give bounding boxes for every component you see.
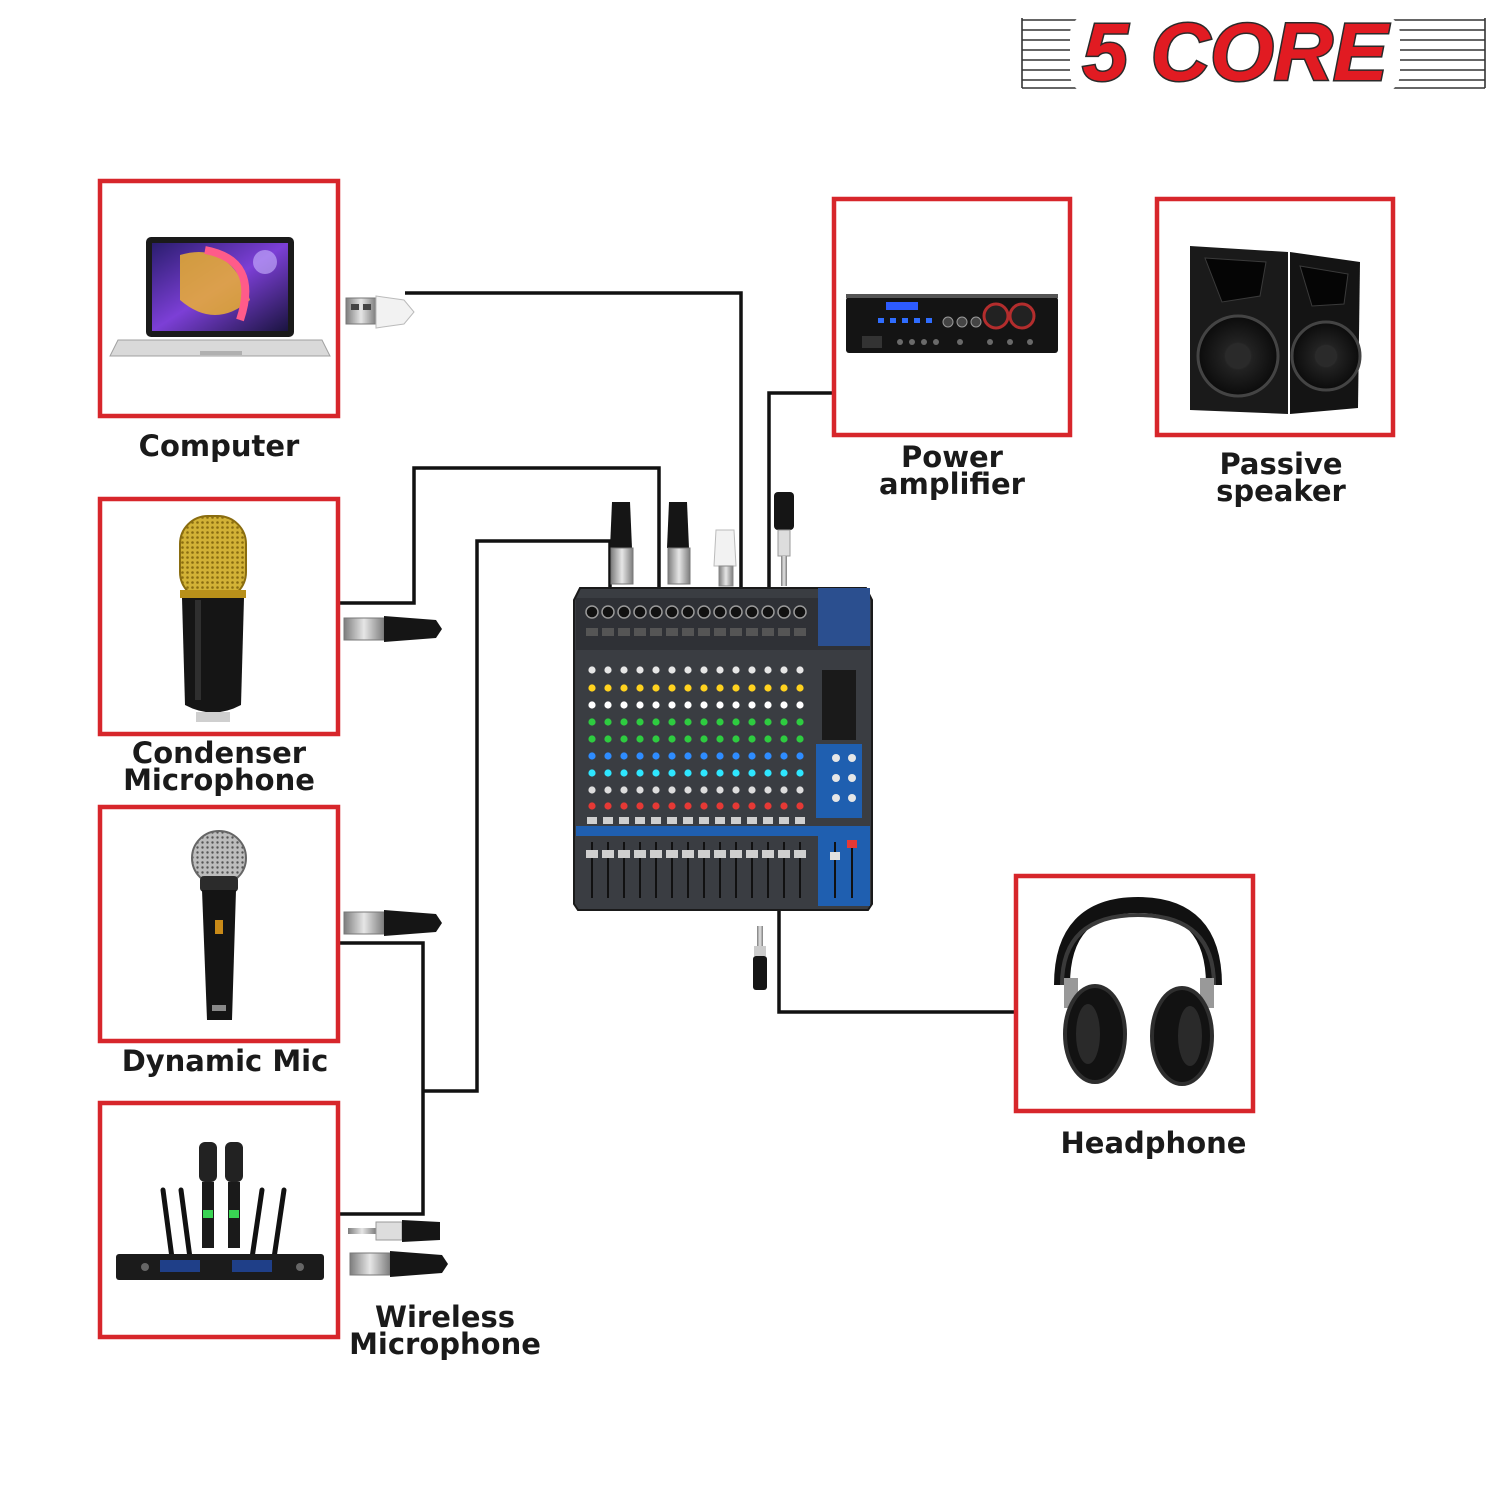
headphone-icon [1054,896,1222,1086]
label-amplifier: Power amplifier [879,440,1025,501]
brand-logo [1021,14,1486,94]
wire-condenser-xlr [340,466,661,605]
frame-condenser [97,496,341,737]
wire-computer-usb [405,291,743,590]
quarter-inch-jack-icon [348,492,794,1242]
dynamic-mic-icon [191,830,247,1020]
laptop-icon [109,237,331,357]
label-headphone: Headphone [1060,1126,1247,1160]
passive-speaker-icon [1190,246,1362,414]
label-dynamic: Dynamic Mic [121,1044,329,1078]
frame-dynamic [97,804,341,1044]
audio-mixer-icon [573,587,873,911]
usb-plug-icon [345,295,415,329]
frame-computer [97,178,341,419]
condenser-mic-icon [179,515,247,722]
label-wireless: Wireless Microphone [349,1300,541,1361]
wire-dynamic-line [340,941,425,1216]
wire-headphone [777,910,1016,1014]
frame-headphone [1013,873,1256,1114]
mini-jack-icon [753,926,767,990]
frame-speaker [1154,196,1396,438]
frame-wireless [97,1100,341,1340]
wire-amplifier-jack [767,391,834,590]
power-amplifier-icon [846,294,1058,353]
frame-amplifier [831,196,1073,438]
wire-group [340,291,1016,1216]
label-speaker: Passive speaker [1216,447,1346,508]
mic-input-plug-icon [610,502,737,587]
wire-wireless-xlr [423,539,612,1093]
wireless-receiver-icon [116,1142,324,1280]
xlr-plug-icon [343,616,448,1277]
brand-logo-text: 5 CORE [1082,7,1390,98]
label-computer: Computer [138,429,300,463]
label-condenser: Condenser Microphone [123,736,315,797]
